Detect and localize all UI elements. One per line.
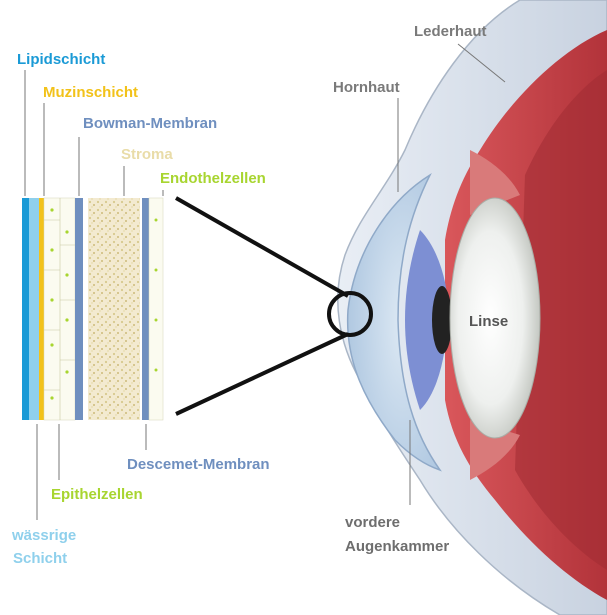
label-augenkammer: Augenkammer [345, 537, 449, 556]
label-lipidschicht: Lipidschicht [17, 50, 105, 69]
stroma-layer [88, 198, 140, 420]
label-hornhaut: Hornhaut [333, 78, 400, 97]
cornea-layers [22, 198, 163, 420]
label-bowman-membran: Bowman-Membran [83, 114, 217, 133]
label-linse: Linse [469, 312, 508, 331]
descemet-layer [142, 198, 149, 420]
endothel-layer [149, 198, 163, 420]
lipid-layer [22, 198, 29, 420]
label-endothelzellen: Endothelzellen [160, 169, 266, 188]
label-schicht: Schicht [13, 549, 67, 568]
label-vordere: vordere [345, 513, 400, 532]
label-epithelzellen: Epithelzellen [51, 485, 143, 504]
label-stroma: Stroma [121, 145, 173, 164]
pupil [432, 286, 452, 354]
bowman-layer [75, 198, 83, 420]
label-lederhaut: Lederhaut [414, 22, 487, 41]
label-muzinschicht: Muzinschicht [43, 83, 138, 102]
label-descemet-membran: Descemet-Membran [127, 455, 270, 474]
epithel-layer [44, 198, 75, 420]
label-waessrige: wässrige [12, 526, 76, 545]
watery-layer [29, 198, 39, 420]
muzin-layer [39, 198, 44, 420]
